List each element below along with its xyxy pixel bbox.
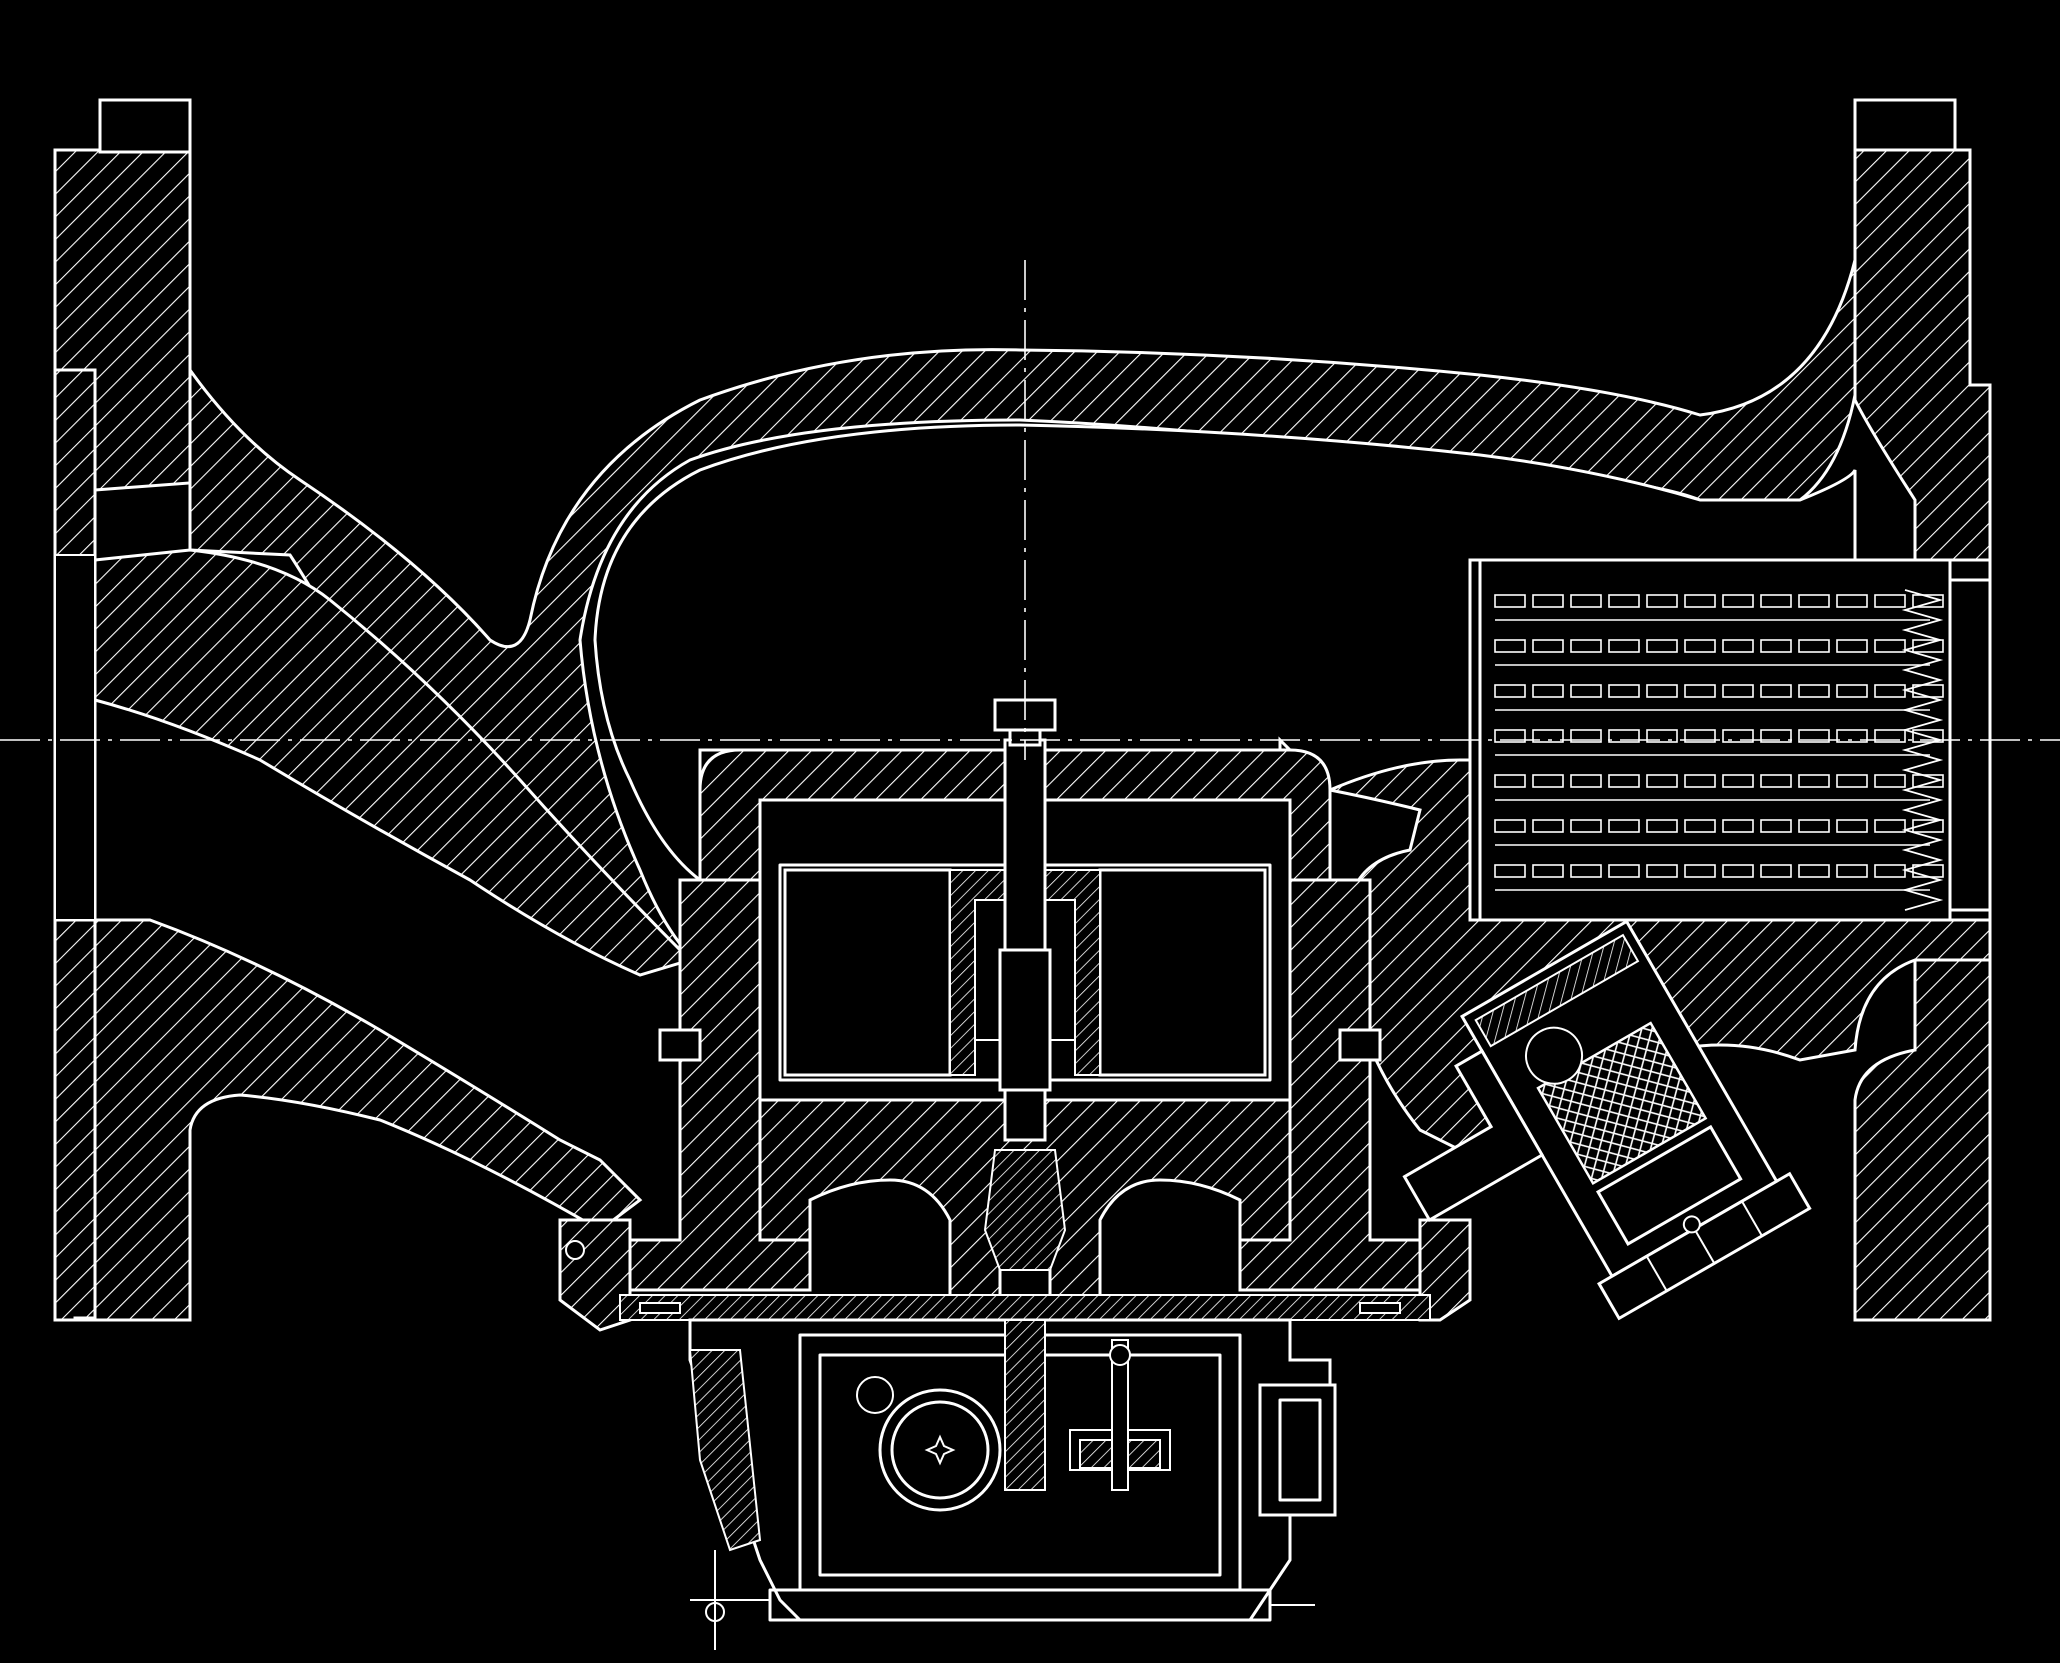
strainer-slot <box>1798 594 1830 608</box>
strainer-slot <box>1912 819 1944 833</box>
strainer-slot <box>1608 774 1640 788</box>
angled-pilot-valve <box>1402 919 1812 1321</box>
strainer-slot <box>1684 819 1716 833</box>
strainer-slot <box>1722 774 1754 788</box>
strainer-slot <box>1684 864 1716 878</box>
strainer-slots <box>1494 589 1944 911</box>
strainer-slot <box>1646 729 1678 743</box>
strainer-slot <box>1722 864 1754 878</box>
strainer-slot <box>1684 774 1716 788</box>
strainer-slot <box>1608 864 1640 878</box>
strainer-slot <box>1608 819 1640 833</box>
strainer-slot <box>1798 729 1830 743</box>
strainer-slot <box>1874 639 1906 653</box>
strainer-slot <box>1532 729 1564 743</box>
strainer-slot <box>1874 774 1906 788</box>
strainer-slot <box>1760 774 1792 788</box>
strainer-slot <box>1836 684 1868 698</box>
strainer-slot <box>1646 819 1678 833</box>
strainer-slot <box>1760 639 1792 653</box>
strainer-slot <box>1760 684 1792 698</box>
strainer-slot <box>1494 729 1526 743</box>
strainer-slot <box>1722 819 1754 833</box>
strainer-slot <box>1722 684 1754 698</box>
strainer-slot <box>1684 639 1716 653</box>
strainer-slot <box>1494 639 1526 653</box>
strainer-slot <box>1532 864 1564 878</box>
strainer-slot <box>1874 684 1906 698</box>
strainer-slot <box>1494 864 1526 878</box>
strainer-slot <box>1646 639 1678 653</box>
control-unit <box>688 1318 1337 1650</box>
strainer-slot <box>1570 864 1602 878</box>
strainer-slot <box>1760 594 1792 608</box>
strainer-slot <box>1684 684 1716 698</box>
center-lines <box>0 260 2060 760</box>
strainer-slot <box>1570 684 1602 698</box>
strainer-slot <box>1874 594 1906 608</box>
strainer-slot <box>1836 819 1868 833</box>
strainer-end-zigzag <box>1901 589 1944 911</box>
strainer-slot <box>1570 774 1602 788</box>
strainer-slot <box>1874 864 1906 878</box>
strainer-slot <box>1608 684 1640 698</box>
strainer-slot <box>1760 819 1792 833</box>
strainer-slot <box>1646 774 1678 788</box>
strainer-slot <box>1912 639 1944 653</box>
strainer-slot <box>1760 729 1792 743</box>
strainer-slot <box>1570 639 1602 653</box>
strainer-slot <box>1684 594 1716 608</box>
strainer-slot <box>1836 864 1868 878</box>
strainer-slot <box>1494 819 1526 833</box>
strainer-slot <box>1798 819 1830 833</box>
strainer-slot <box>1532 774 1564 788</box>
strainer-slot <box>1874 729 1906 743</box>
strainer-slot <box>1646 594 1678 608</box>
right-flange <box>1853 98 1992 1322</box>
strainer-slot <box>1608 639 1640 653</box>
strainer-slot <box>1722 639 1754 653</box>
strainer-slot <box>1722 594 1754 608</box>
strainer-slot <box>1798 864 1830 878</box>
strainer-slot <box>1684 729 1716 743</box>
strainer-slot <box>1570 729 1602 743</box>
strainer-slot <box>1532 639 1564 653</box>
strainer <box>1478 558 1992 922</box>
strainer-slot <box>1798 774 1830 788</box>
strainer-slot <box>1570 819 1602 833</box>
strainer-slot <box>1798 639 1830 653</box>
strainer-slot <box>1836 774 1868 788</box>
strainer-slot <box>1836 594 1868 608</box>
strainer-slot <box>1646 864 1678 878</box>
strainer-slot <box>1494 774 1526 788</box>
strainer-slot <box>1532 684 1564 698</box>
actuator-housing <box>558 698 1472 1332</box>
strainer-slot <box>1494 594 1526 608</box>
strainer-slot <box>1646 684 1678 698</box>
strainer-slot <box>1570 594 1602 608</box>
strainer-slot <box>1798 684 1830 698</box>
strainer-slot <box>1836 639 1868 653</box>
strainer-slot <box>1836 729 1868 743</box>
strainer-slot <box>1532 819 1564 833</box>
strainer-slot <box>1494 684 1526 698</box>
strainer-slot <box>1874 819 1906 833</box>
strainer-slot <box>1760 864 1792 878</box>
strainer-slot <box>1608 729 1640 743</box>
inlet-opening <box>54 554 96 921</box>
strainer-slot <box>1722 729 1754 743</box>
strainer-slot <box>1608 594 1640 608</box>
strainer-slot <box>1532 594 1564 608</box>
